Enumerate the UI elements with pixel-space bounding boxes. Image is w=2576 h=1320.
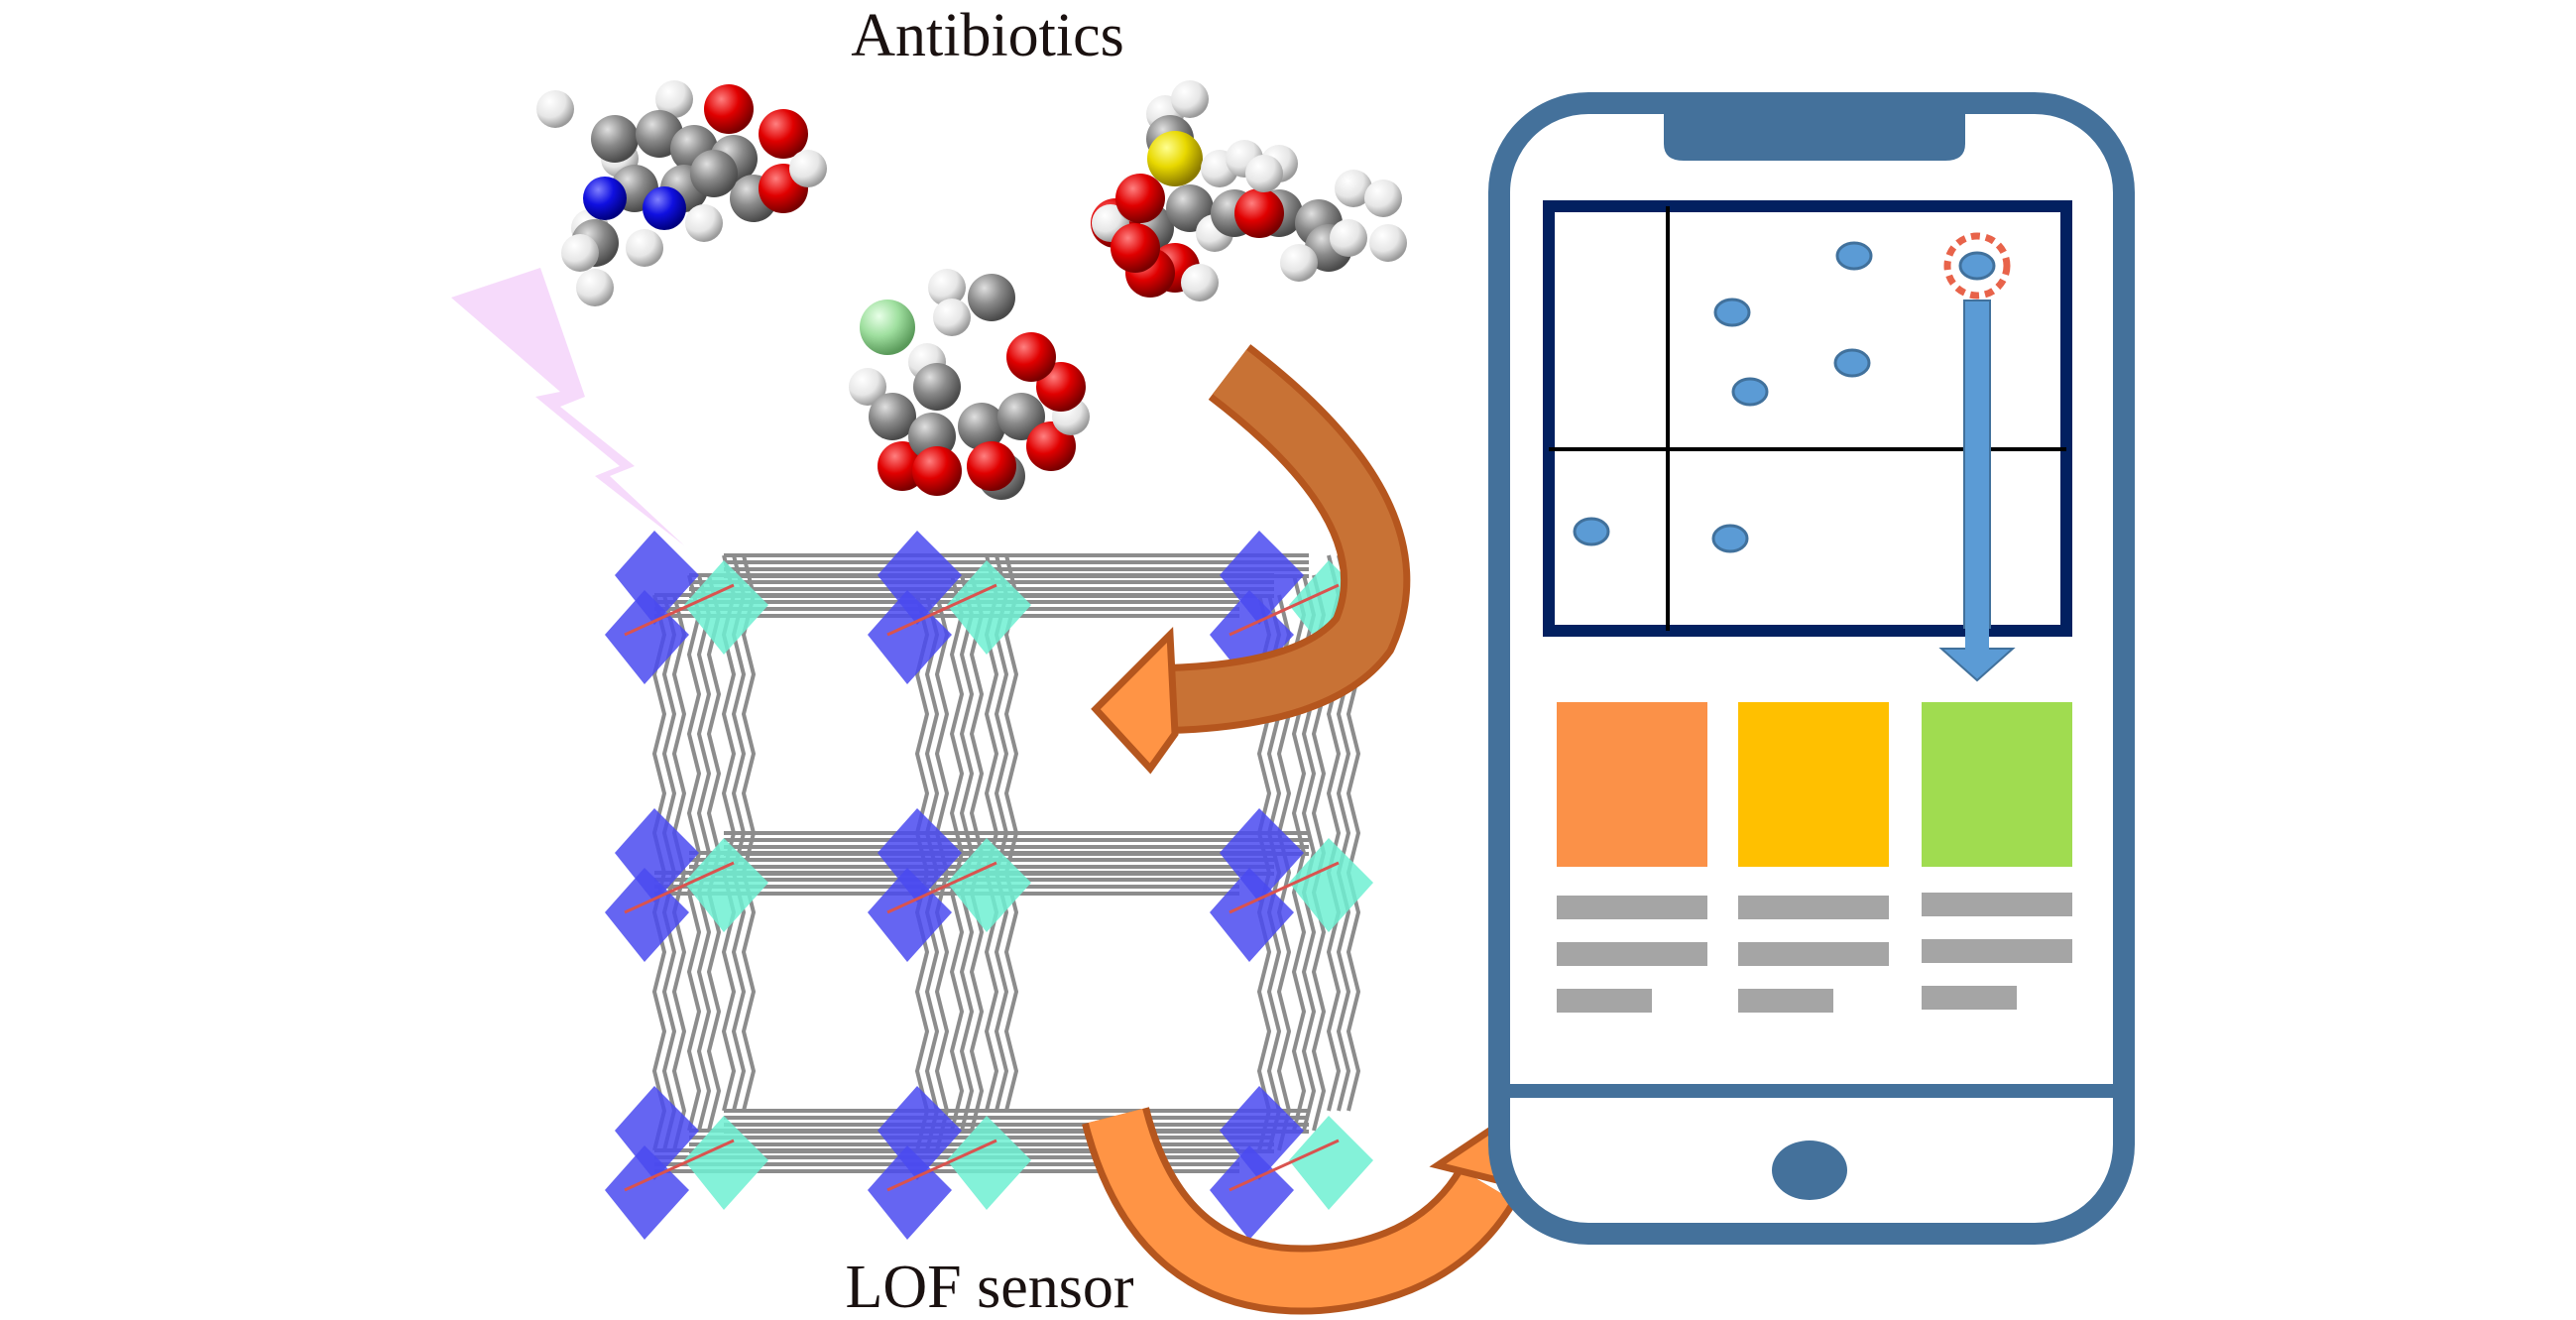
result-cards (1557, 702, 2072, 1013)
antibiotic-molecules (536, 80, 1407, 500)
metal-polyhedron (684, 838, 768, 932)
text-placeholder-bar (1922, 939, 2072, 963)
molecule-1 (536, 80, 827, 306)
text-placeholder-bar (1557, 896, 1707, 919)
home-button[interactable] (1772, 1140, 1847, 1200)
metal-polyhedron (605, 868, 689, 962)
result-card-green (1922, 702, 2072, 1010)
metal-polyhedron (947, 560, 1031, 655)
smartphone (1488, 92, 2135, 1245)
metal-polyhedron (684, 1116, 768, 1210)
text-placeholder-bar (1738, 989, 1833, 1013)
down-arrow-icon (1938, 300, 2016, 682)
plot-dot (1958, 251, 1996, 281)
metal-polyhedron (868, 868, 952, 962)
phone-notch (1664, 99, 1965, 161)
text-placeholder-bar (1557, 942, 1707, 966)
plot-dot (1711, 524, 1749, 553)
text-placeholder-bar (1922, 893, 2072, 916)
metal-polyhedron (1289, 1116, 1373, 1210)
result-card-yellow (1738, 702, 1889, 1013)
light-bolt-icon (451, 268, 684, 545)
plot-dot (1713, 298, 1751, 327)
molecule-2 (849, 269, 1090, 500)
highlight-ring (1943, 232, 2011, 300)
metal-polyhedron (868, 1145, 952, 1240)
metal-polyhedron (947, 838, 1031, 932)
lof-framework-structure (605, 531, 1373, 1240)
metal-polyhedron (947, 1116, 1031, 1210)
result-color-swatch (1557, 702, 1707, 867)
plot-dot (1573, 517, 1610, 546)
metal-polyhedron (605, 1145, 689, 1240)
metal-polyhedron (1289, 838, 1373, 932)
result-card-orange (1557, 702, 1707, 1013)
plot-dot (1731, 377, 1769, 407)
result-color-swatch (1738, 702, 1889, 867)
antibiotics-label: Antibiotics (851, 2, 1124, 69)
molecule-3 (1091, 80, 1407, 301)
text-placeholder-bar (1738, 896, 1889, 919)
metal-polyhedron (1210, 868, 1294, 962)
plot-dot (1835, 241, 1873, 271)
text-placeholder-bar (1922, 986, 2017, 1010)
text-placeholder-bar (1557, 989, 1652, 1013)
plot-dot (1833, 348, 1871, 378)
result-color-swatch (1922, 702, 2072, 867)
scatter-plot (1543, 200, 2072, 682)
lof-sensor-label: LOF sensor (845, 1254, 1133, 1320)
text-placeholder-bar (1738, 942, 1889, 966)
flow-arrow-molecules-to-lof (1091, 344, 1411, 775)
metal-polyhedron (684, 560, 768, 655)
